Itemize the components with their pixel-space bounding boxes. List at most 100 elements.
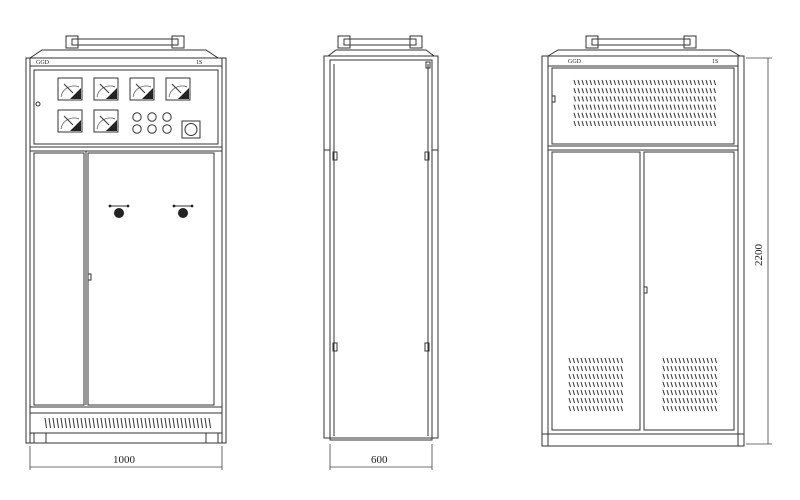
vent-slot xyxy=(52,417,55,429)
vent-slot xyxy=(124,417,127,429)
vent-slot xyxy=(673,79,676,86)
vent-slot xyxy=(701,120,704,127)
indicator-light xyxy=(147,112,157,122)
vent-slot xyxy=(698,389,701,396)
vent-slot xyxy=(694,381,697,388)
back-lifting-bar xyxy=(585,35,697,49)
vent-slot xyxy=(669,120,672,127)
vent-slot xyxy=(689,112,692,118)
vent-slot xyxy=(674,381,677,388)
vent-slot xyxy=(68,417,71,429)
vent-slot xyxy=(666,389,669,396)
vent-slot xyxy=(697,120,700,127)
vent-slot xyxy=(678,405,681,412)
vent-slot xyxy=(585,104,588,110)
vent-slot xyxy=(633,120,636,127)
vent-slot xyxy=(580,405,583,412)
vent-slot xyxy=(709,88,712,94)
vent-slot xyxy=(568,373,571,380)
vent-slot xyxy=(690,405,693,412)
vent-slot xyxy=(693,104,696,110)
vent-slot xyxy=(701,96,704,102)
vent-slot xyxy=(620,381,623,388)
vent-slot xyxy=(584,373,587,380)
vent-slot xyxy=(597,79,600,86)
vent-slot xyxy=(609,79,612,86)
vent-slot xyxy=(694,397,697,404)
meter xyxy=(165,77,191,101)
vent-slot xyxy=(600,381,603,388)
vent-slot xyxy=(657,96,660,102)
vent-slot xyxy=(662,365,665,372)
vent-slot xyxy=(686,405,689,412)
vent-slot xyxy=(596,381,599,388)
vent-slot xyxy=(633,79,636,86)
indicator-light-group xyxy=(132,112,172,134)
front-instrument-panel xyxy=(33,69,219,145)
vent-slot xyxy=(568,357,571,364)
vent-slot xyxy=(589,120,592,127)
vent-slot xyxy=(685,88,688,94)
vent-slot xyxy=(585,96,588,102)
vent-slot xyxy=(605,120,608,127)
vent-slot xyxy=(613,96,616,102)
vent-slot xyxy=(686,365,689,372)
vent-slot xyxy=(621,96,624,102)
vent-slot xyxy=(698,397,701,404)
vent-slot xyxy=(682,405,685,412)
vent-slot xyxy=(573,112,576,118)
vent-slot xyxy=(661,104,664,110)
front-lifting-bar xyxy=(65,35,185,49)
vent-slot xyxy=(677,79,680,86)
vent-slot xyxy=(666,373,669,380)
vent-slot xyxy=(682,397,685,404)
vent-slot xyxy=(620,405,623,412)
vent-slot xyxy=(702,405,705,412)
vent-slot xyxy=(674,373,677,380)
vent-slot xyxy=(96,417,99,429)
vent-slot xyxy=(641,120,644,127)
vent-slot xyxy=(637,88,640,94)
vent-slot xyxy=(706,357,709,364)
vent-slot xyxy=(674,405,677,412)
vent-slot xyxy=(670,373,673,380)
vent-slot xyxy=(580,381,583,388)
vent-slot xyxy=(637,79,640,86)
vent-slot xyxy=(597,88,600,94)
back-top-vent-slots xyxy=(573,79,716,127)
vent-slot xyxy=(605,112,608,118)
vent-slot xyxy=(701,104,704,110)
vent-slot xyxy=(697,112,700,118)
vent-slot xyxy=(581,79,584,86)
vent-slot xyxy=(617,88,620,94)
vent-slot xyxy=(108,417,111,429)
vent-slot xyxy=(200,417,203,429)
vent-slot xyxy=(601,88,604,94)
vent-slot xyxy=(649,112,652,118)
vent-slot xyxy=(593,112,596,118)
vent-slot xyxy=(164,417,167,429)
vent-slot xyxy=(88,417,91,429)
vent-slot xyxy=(714,373,717,380)
vent-slot xyxy=(617,79,620,86)
vent-slot xyxy=(682,389,685,396)
vent-slot xyxy=(616,389,619,396)
vent-slot xyxy=(585,120,588,127)
vent-slot xyxy=(605,96,608,102)
vent-slot xyxy=(620,389,623,396)
vent-slot xyxy=(581,120,584,127)
vent-slot xyxy=(685,79,688,86)
meter xyxy=(93,109,119,133)
indicator-light xyxy=(162,124,172,134)
vent-slot xyxy=(140,417,143,429)
vent-slot xyxy=(705,96,708,102)
vent-slot xyxy=(76,417,79,429)
vent-slot xyxy=(601,104,604,110)
side-lifting-bar xyxy=(337,35,423,49)
side-view: 600 xyxy=(323,35,439,470)
vent-slot xyxy=(661,88,664,94)
vent-slot xyxy=(710,381,713,388)
vent-slot xyxy=(92,417,95,429)
vent-slot xyxy=(653,120,656,127)
vent-slot xyxy=(662,357,665,364)
